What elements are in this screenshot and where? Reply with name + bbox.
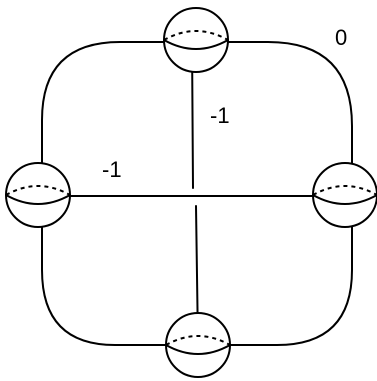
node-top <box>163 7 229 73</box>
outer-loop-curve <box>41 41 353 346</box>
node-left <box>5 162 71 228</box>
node-bottom <box>165 312 231 378</box>
node-right <box>312 162 377 228</box>
horizontal-edge-label: -1 <box>102 157 122 182</box>
vertical-edge-label: -1 <box>210 103 230 128</box>
outer-curve-label: 0 <box>335 25 347 50</box>
